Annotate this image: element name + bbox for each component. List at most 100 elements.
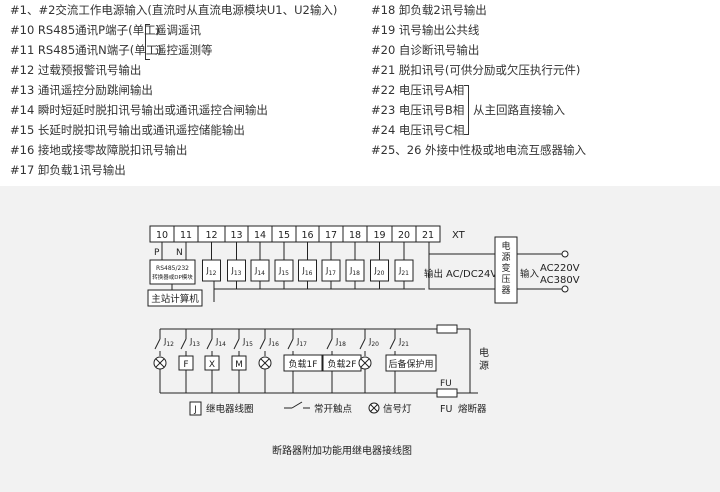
supply-voltage-label: AC/DC24V: [446, 269, 497, 280]
relay-contact: [259, 338, 266, 350]
diagram-caption: 断路器附加功能用继电器接线图: [272, 444, 412, 457]
signal-lamp-cross: [260, 358, 270, 368]
ac-terminal-bottom: [561, 285, 569, 293]
upper-relay-coils: J12 J13 J14 J15 J16 J17 J18 J20 J21: [202, 242, 414, 289]
transformer-label: 电源变压器: [501, 240, 510, 296]
relay-coil-label: J21: [398, 266, 409, 277]
legend-note-remote-control: 遥控遥测等: [155, 43, 213, 57]
contact-label: J14: [215, 337, 226, 348]
output-label: 输出: [424, 268, 443, 280]
fu-label: FU: [440, 379, 452, 389]
p-label: P: [154, 248, 160, 258]
legend-line-15: #15 长延时脱扣讯号输出或通讯遥控储能输出: [10, 123, 245, 137]
bottom-fuse: [436, 388, 458, 398]
terminal-number: 13: [230, 230, 242, 241]
legend-fuse-text: 熔断器: [458, 403, 487, 415]
legend-contact-icon: [284, 401, 310, 409]
wire-supply-return: [428, 281, 495, 290]
relay-coil-label: J15: [278, 266, 289, 277]
contact-label: J21: [398, 337, 409, 348]
relay-contact: [359, 338, 366, 350]
load-label: M: [235, 360, 243, 370]
relay-coil-label: J12: [206, 266, 217, 277]
legend-line-17: #17 卸负载1讯号输出: [10, 163, 126, 177]
relay-contact: [206, 338, 213, 350]
power-label: 电源: [479, 346, 489, 372]
terminal-number: 12: [205, 230, 217, 241]
ac380-label: AC380V: [540, 275, 580, 286]
legend-line-21: #21 脱扣讯号(可供分励或欠压执行元件): [371, 63, 581, 77]
legend-line-18: #18 卸负载2讯号输出: [371, 3, 487, 17]
top-fuse: [436, 324, 458, 334]
contact-label: J12: [163, 337, 174, 348]
terminal-number: 14: [254, 230, 266, 241]
load-box-wide: [283, 354, 323, 372]
legend-relay-icon: [189, 401, 202, 416]
load-label: X: [209, 360, 215, 370]
converter-line-1: RS485/232: [156, 265, 189, 272]
legend-line-25: #25、26 外接中性极或地电流互感器输入: [371, 143, 587, 157]
legend-line-24: #24 电压讯号C相: [371, 123, 465, 137]
legend-line-20: #20 自诊断讯号输出: [371, 43, 480, 57]
load-label: 负载2F: [328, 358, 357, 370]
legend-panel: #1、#2交流工作电源输入(直流时从直流电源模块U1、U2输入) #10 RS4…: [0, 0, 720, 186]
relay-coil-label: J18: [349, 266, 360, 277]
terminal-number: 19: [373, 230, 385, 241]
terminal-number: 21: [422, 230, 434, 241]
relay-coil-label: J13: [231, 266, 242, 277]
legend-left-brace: [145, 24, 150, 60]
terminal-number: 18: [349, 230, 361, 241]
contact-label: J13: [189, 337, 200, 348]
terminal-number: 17: [325, 230, 337, 241]
legend-fuse-symbol: FU: [440, 404, 452, 415]
legend-line-12: #12 过载预报警讯号输出: [10, 63, 142, 77]
relay-coil-label: J16: [302, 266, 313, 277]
load-label: F: [183, 360, 188, 370]
legend-line-14: #14 瞬时短延时脱扣讯号输出或通讯遥控合闸输出: [10, 103, 268, 117]
legend-right-brace: [464, 85, 469, 135]
legend-lamp-icon: [368, 402, 380, 414]
terminal-number: 16: [301, 230, 313, 241]
relay-contact: [233, 338, 240, 350]
master-computer-label: 主站计算机: [151, 293, 199, 305]
ac-terminal-top: [561, 250, 569, 258]
terminal-strip-box: [149, 225, 441, 243]
relay-contact: [154, 338, 161, 350]
terminal-strip: [149, 225, 441, 243]
relay-contact: [326, 338, 333, 350]
contact-label: J16: [268, 337, 279, 348]
relay-coil-label: J20: [374, 266, 385, 277]
load-label: 后备保护用: [388, 358, 433, 370]
signal-lamp-cross: [155, 358, 165, 368]
legend-line-11: #11 RS485通讯N端子(单工): [10, 43, 162, 57]
legend-line-22: #22 电压讯号A相: [371, 83, 465, 97]
legend-relay-text: 继电器线圈: [206, 403, 254, 415]
legend-line-16: #16 接地或接零故障脱扣讯号输出: [10, 143, 188, 157]
coil-common-bus: [213, 281, 425, 290]
legend-line-23: #23 电压讯号B相: [371, 103, 465, 117]
legend-note-remote-adjust: 遥调遥讯: [155, 23, 201, 37]
legend-line-1: #1、#2交流工作电源输入(直流时从直流电源模块U1、U2输入): [10, 3, 338, 17]
transformer-box: [494, 236, 518, 304]
n-label: N: [176, 248, 183, 258]
contact-label: J20: [368, 337, 379, 348]
terminal-number: 10: [156, 230, 168, 241]
signal-lamp-cross: [360, 358, 370, 368]
relay-coil-box: [202, 259, 221, 282]
contact-label: J17: [296, 337, 307, 348]
load-label: 负载1F: [289, 358, 318, 370]
relay-contact: [180, 338, 187, 350]
ac220-label: AC220V: [540, 263, 580, 274]
legend-contact-text: 常开触点: [314, 403, 353, 415]
relay-coil-label: J17: [325, 266, 336, 277]
converter-line-2: 转换器或DP模块: [152, 273, 193, 281]
terminal-number: 20: [398, 230, 410, 241]
relay-coil-label: J14: [254, 266, 265, 277]
relay-contact: [389, 338, 396, 350]
legend-note-main-circuit: 从主回路直接输入: [473, 103, 565, 117]
legend-line-10: #10 RS485通讯P端子(单工): [10, 23, 161, 37]
terminal-number: 11: [180, 230, 192, 241]
